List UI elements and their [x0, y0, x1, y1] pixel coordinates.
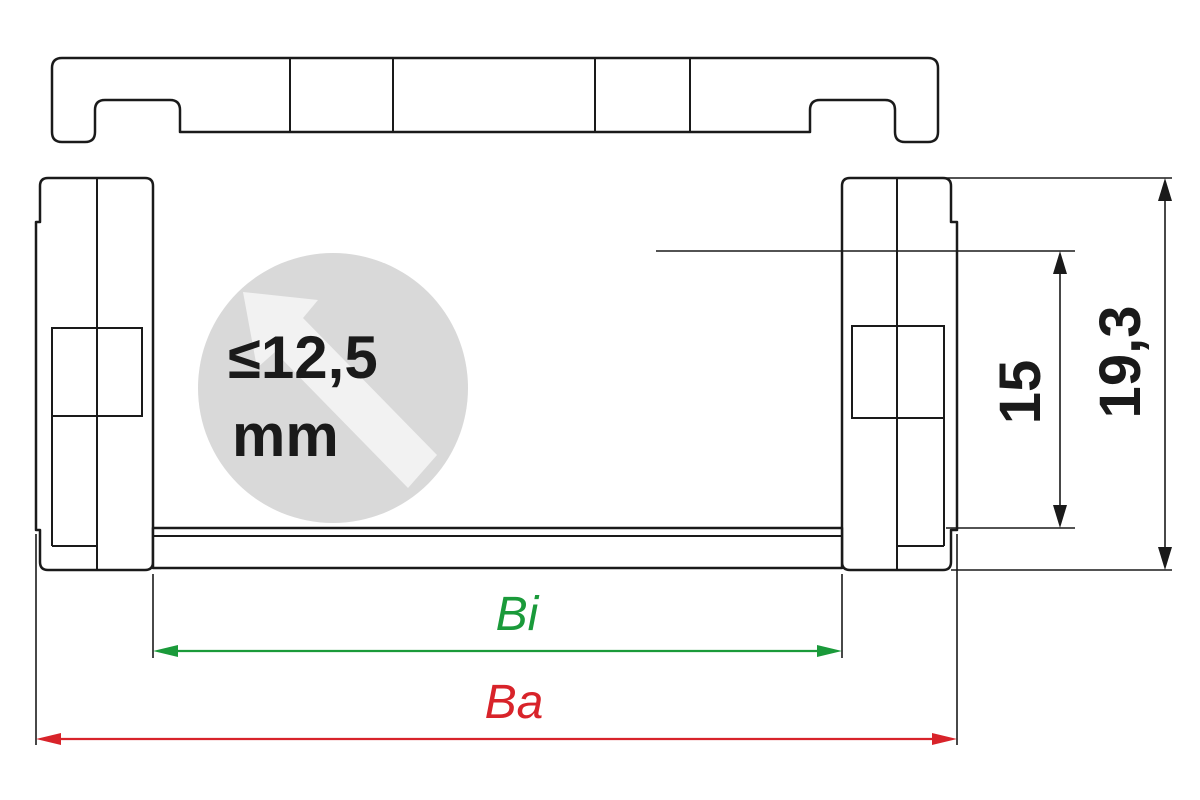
- outer-height-dimension: 19,3: [898, 177, 1172, 571]
- inner-width-label: Bi: [496, 588, 540, 641]
- max-cable-diameter-badge: ≤12,5 mm: [198, 253, 468, 523]
- left-side-link: [34, 176, 155, 572]
- inner-width-dimension: Bi: [152, 574, 843, 658]
- inner-height-value: 15: [988, 360, 1053, 425]
- badge-size-text: ≤12,5: [228, 324, 378, 391]
- top-crossbar: [50, 56, 940, 144]
- inner-height-dimension: 15: [656, 250, 1075, 529]
- right-side-link: [840, 176, 959, 572]
- outer-height-value: 19,3: [1088, 306, 1153, 419]
- outer-width-label: Ba: [485, 676, 544, 729]
- diagonal-arrow-icon: [243, 292, 437, 488]
- outer-width-dimension: Ba: [35, 534, 958, 745]
- bottom-crossbar: [151, 526, 844, 570]
- badge-unit-text: mm: [232, 402, 339, 469]
